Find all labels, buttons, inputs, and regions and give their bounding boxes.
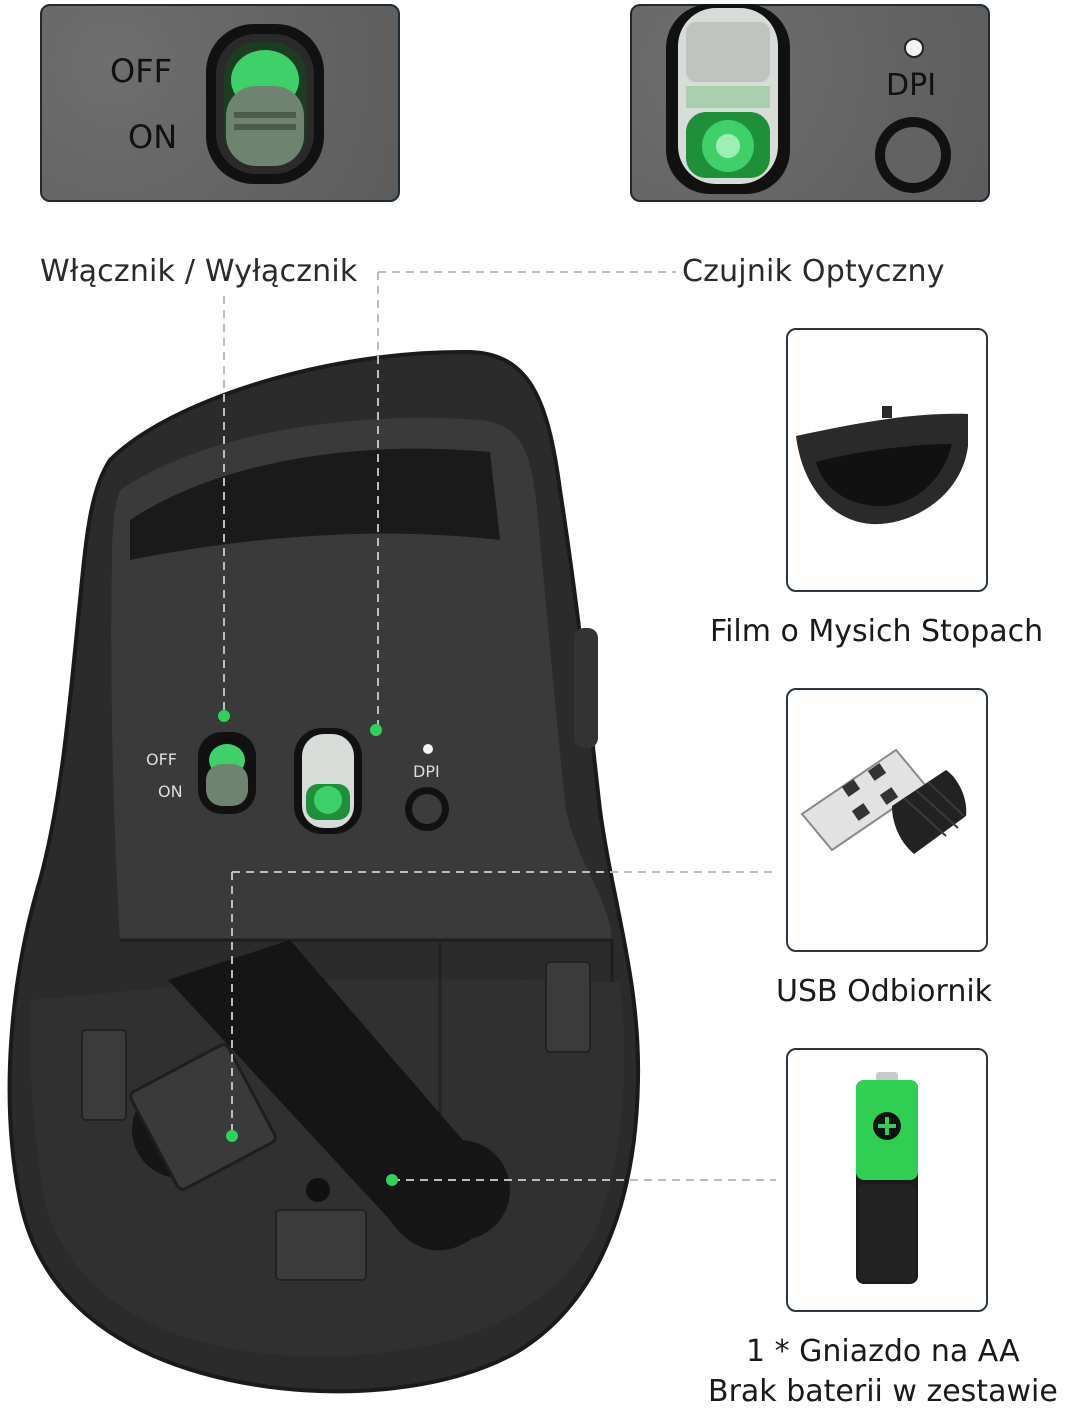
usb-receiver-icon	[800, 748, 967, 854]
dpi-indicator-led-icon	[904, 38, 924, 58]
mouse-off-label: OFF	[146, 750, 177, 769]
no-battery-label: Brak baterii w zestawie	[708, 1374, 1058, 1409]
optical-sensor-callout: Czujnik Optyczny	[682, 254, 945, 289]
zoom-off-label: OFF	[110, 52, 172, 90]
aa-slot-label: 1 * Gniazdo na AA	[746, 1334, 1020, 1369]
mouse-feet-label: Film o Mysich Stopach	[710, 614, 1044, 649]
mouse-on-label: ON	[158, 782, 183, 801]
mouse-optical-sensor-icon	[294, 728, 362, 834]
dpi-button-icon	[875, 117, 951, 193]
mouse-power-slider-icon[interactable]	[196, 730, 258, 816]
mouse-dpi-label: DPI	[413, 762, 440, 781]
usb-receiver-label: USB Odbiornik	[776, 974, 993, 1009]
aa-battery-card	[786, 1048, 988, 1312]
mouse-body	[7, 349, 641, 1394]
power-slider-icon	[206, 24, 324, 184]
power-switch-callout: Włącznik / Wyłącznik	[40, 254, 358, 289]
mouse-feet-icon	[796, 406, 968, 525]
power-switch-zoom-panel: OFF ON	[40, 4, 400, 202]
mouse-dpi-led-icon	[423, 744, 433, 754]
optical-sensor-icon	[666, 4, 790, 194]
zoom-dpi-label: DPI	[886, 68, 937, 103]
mouse-dpi-button-icon[interactable]	[402, 784, 452, 834]
sensor-zoom-panel: DPI	[630, 4, 990, 202]
mouse-feet-card	[786, 328, 988, 592]
usb-receiver-card	[786, 688, 988, 952]
zoom-on-label: ON	[128, 118, 178, 156]
aa-battery-icon	[856, 1072, 918, 1284]
